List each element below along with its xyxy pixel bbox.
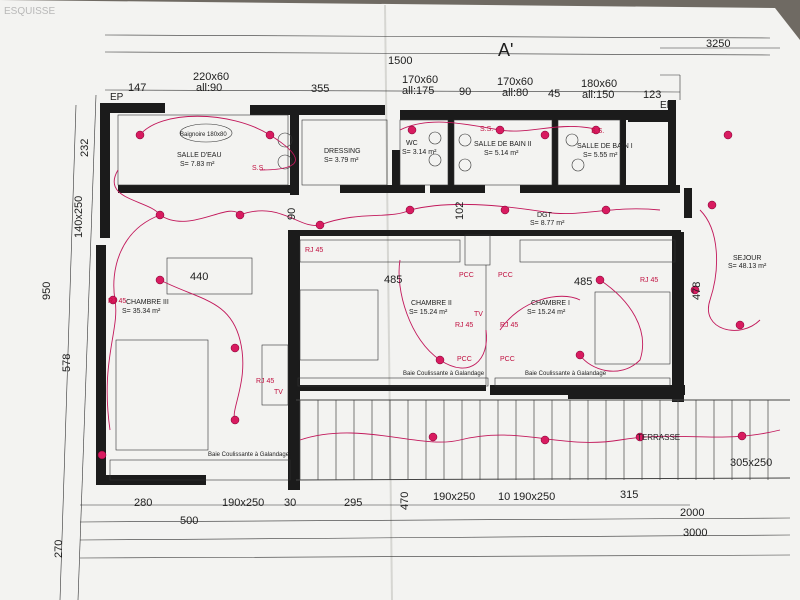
dim-top-220x60: 220x60 bbox=[193, 71, 229, 83]
dim-left-270: 270 bbox=[53, 540, 65, 558]
room-name-sejour: SEJOUR bbox=[733, 255, 761, 262]
room-area-wc: S= 3.14 m² bbox=[402, 149, 437, 156]
total-dim-1500: 1500 bbox=[388, 55, 412, 67]
pcc-label-1: PCC bbox=[459, 272, 474, 279]
dim-bottom-190x250b: 190x250 bbox=[433, 491, 475, 503]
dim-bottom-190x250c: 190x250 bbox=[513, 491, 555, 503]
room-area-chambre1: S= 15.24 m² bbox=[527, 309, 566, 316]
dim-bottom-10: 10 bbox=[498, 491, 510, 503]
room-name-sdb1: SALLE DE BAIN I bbox=[577, 143, 633, 150]
red-annotations: Baignoire 180x80 S.S. S.S. S.S. RJ 45 RJ… bbox=[108, 126, 658, 458]
tv-label-1: TV bbox=[474, 311, 483, 318]
dim-bottom-190x250a: 190x250 bbox=[222, 497, 264, 509]
dim-left-950: 950 bbox=[41, 282, 53, 300]
room-area-sdb1: S= 5.55 m² bbox=[583, 152, 618, 159]
room-area-dressing: S= 3.79 m² bbox=[324, 157, 359, 164]
dim-top-123: 123 bbox=[643, 89, 661, 101]
top-dimension-lines bbox=[104, 34, 780, 100]
room-area-chambre2: S= 15.24 m² bbox=[409, 309, 448, 316]
dim-bottom-295: 295 bbox=[344, 497, 362, 509]
room-name-sdb2: SALLE DE BAIN II bbox=[474, 141, 532, 148]
rj45-label-2: RJ 45 bbox=[455, 322, 473, 329]
dim-bottom-2000: 2000 bbox=[680, 507, 704, 519]
dim-bottom-3000: 3000 bbox=[683, 527, 707, 539]
dim-top-170x60b: 170x60 bbox=[497, 76, 533, 88]
room-name-salle-eau: SALLE D'EAU bbox=[177, 152, 222, 159]
dim-inner-90: 90 bbox=[286, 208, 298, 220]
rj45-label-4: RJ 45 bbox=[256, 378, 274, 385]
room-area-dgt: S= 8.77 m² bbox=[530, 220, 565, 227]
dim-bottom-305x250: 305x250 bbox=[730, 457, 772, 469]
corner-note: ESQUISSE bbox=[4, 6, 55, 17]
ss-label-3: S.S. bbox=[591, 128, 604, 135]
dim-bottom-315: 315 bbox=[620, 489, 638, 501]
tv-label-2: TV bbox=[274, 389, 283, 396]
bottom-dimension-lines bbox=[79, 504, 791, 559]
dim-top-180x60: 180x60 bbox=[581, 78, 617, 90]
dim-bottom-280: 280 bbox=[134, 497, 152, 509]
total-dim-3250: 3250 bbox=[706, 38, 730, 50]
room-name-dgt: DGT bbox=[537, 212, 553, 219]
dim-top-90: 90 bbox=[459, 86, 471, 98]
pcc-label-3: PCC bbox=[457, 356, 472, 363]
section-label-a: A' bbox=[498, 40, 513, 60]
rj45-label-6: RJ 45 bbox=[108, 298, 126, 305]
room-name-terrasse: TERRASSE bbox=[637, 433, 680, 442]
baignoire-label: Baignoire 180x80 bbox=[180, 132, 227, 138]
dim-bottom-470: 470 bbox=[399, 492, 411, 510]
ss-label-2: S.S. bbox=[480, 126, 493, 133]
room-area-sdb2: S= 5.14 m² bbox=[484, 150, 519, 157]
dim-bottom-500: 500 bbox=[180, 515, 198, 527]
dim-left-578: 578 bbox=[61, 354, 73, 372]
dim-inner-102: 102 bbox=[454, 202, 466, 220]
ep-label-right: EP bbox=[660, 100, 674, 111]
walls bbox=[96, 100, 692, 490]
pcc-label-2: PCC bbox=[498, 272, 513, 279]
paper-fold bbox=[384, 4, 393, 600]
ss-label-1: S.S. bbox=[252, 165, 265, 172]
ep-label-left: EP bbox=[110, 92, 124, 103]
dim-top-170x60a: 170x60 bbox=[402, 74, 438, 86]
baie-label-chambre1: Baie Coulissante à Galandage bbox=[525, 371, 607, 377]
room-area-sejour: S= 48.13 m² bbox=[728, 263, 767, 270]
left-dimension-lines bbox=[59, 94, 97, 600]
dim-bottom-30: 30 bbox=[284, 497, 296, 509]
room-name-dressing: DRESSING bbox=[324, 148, 361, 155]
dim-top-all90: all:90 bbox=[196, 82, 222, 94]
rj45-label-3: RJ 45 bbox=[500, 322, 518, 329]
electrical-symbols bbox=[97, 125, 747, 460]
dim-top-all80: all:80 bbox=[502, 87, 528, 99]
dim-top-all175: all:175 bbox=[402, 85, 434, 97]
dim-inner-485b: 485 bbox=[574, 276, 592, 288]
room-name-wc: WC bbox=[406, 140, 418, 147]
room-name-chambre1: CHAMBRE I bbox=[531, 300, 570, 307]
room-area-salle-eau: S= 7.83 m² bbox=[180, 161, 215, 168]
dim-inner-485a: 485 bbox=[384, 274, 402, 286]
dim-top-355: 355 bbox=[311, 83, 329, 95]
dim-inner-440: 440 bbox=[190, 271, 208, 283]
dim-left-140x250: 140x250 bbox=[73, 196, 85, 238]
room-labels: SALLE D'EAU S= 7.83 m² DRESSING S= 3.79 … bbox=[122, 140, 767, 442]
dim-top-147: 147 bbox=[128, 82, 146, 94]
pcc-label-4: PCC bbox=[500, 356, 515, 363]
dim-top-all150: all:150 bbox=[582, 89, 614, 101]
rj45-label-5: RJ 45 bbox=[640, 277, 658, 284]
room-name-chambre2: CHAMBRE II bbox=[411, 300, 452, 307]
interior-lines bbox=[109, 114, 676, 481]
room-name-chambre3: CHAMBRE III bbox=[126, 299, 169, 306]
dim-inner-478: 478 bbox=[691, 282, 703, 300]
baie-label-chambre2: Baie Coulissante à Galandage bbox=[403, 371, 485, 377]
room-area-chambre3: S= 35.34 m² bbox=[122, 308, 161, 315]
baie-label-chambre3: Baie Coulissante à Galandage bbox=[208, 452, 290, 458]
dim-top-45: 45 bbox=[548, 88, 560, 100]
rj45-label-1: RJ 45 bbox=[305, 247, 323, 254]
terrace-hatching bbox=[295, 399, 791, 481]
dim-left-232: 232 bbox=[79, 139, 91, 157]
